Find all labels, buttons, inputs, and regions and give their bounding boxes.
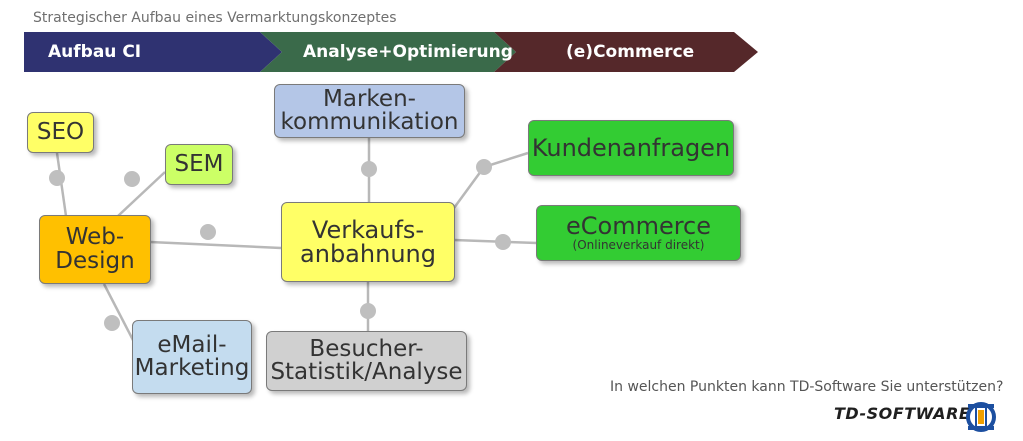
node-sem: SEM xyxy=(165,144,233,185)
connector-dot xyxy=(361,161,377,177)
node-seo: SEO xyxy=(27,112,94,153)
node-besucher-statistik: Besucher- Statistik/Analyse xyxy=(266,331,467,391)
phase-arrows xyxy=(24,32,758,72)
phase-arrow-aufbau-ci xyxy=(24,32,282,72)
connector-dot xyxy=(476,159,492,175)
node-ecommerce-label: eCommerce xyxy=(565,212,712,241)
node-ecommerce-sub: (Onlineverkauf direkt) xyxy=(572,237,705,252)
phase-label-analyse: Analyse+Optimierung xyxy=(303,42,513,62)
logo-text: TD-SOFTWARE xyxy=(834,404,971,423)
node-web-design-line1: Web- xyxy=(65,224,125,251)
node-markenkommunikation: Marken- kommunikation xyxy=(274,84,465,138)
connector-dot xyxy=(104,315,120,331)
node-seo-label: SEO xyxy=(36,118,85,145)
node-web-design: Web- Design xyxy=(39,215,151,284)
node-email-marketing: eMail- Marketing xyxy=(132,320,252,394)
connector-dot xyxy=(495,234,511,250)
node-ecommerce: eCommerce (Onlineverkauf direkt) xyxy=(536,205,741,261)
connector-dot xyxy=(49,170,65,186)
node-marken-line1: Marken- xyxy=(323,85,416,112)
node-web-design-line2: Design xyxy=(55,247,135,274)
connector-dot xyxy=(124,171,140,187)
node-besucher-line2: Statistik/Analyse xyxy=(270,359,463,385)
connector-dot xyxy=(360,303,376,319)
connector-dot xyxy=(200,224,216,240)
phase-arrow-analyse xyxy=(260,32,516,72)
phase-label-aufbau-ci: Aufbau CI xyxy=(48,42,142,62)
diagram-title: Strategischer Aufbau eines Vermarktungsk… xyxy=(33,10,397,26)
node-kundenanfragen: Kundenanfragen xyxy=(528,120,734,176)
node-besucher-line1: Besucher- xyxy=(309,335,424,362)
phase-label-ecommerce: (e)Commerce xyxy=(566,42,695,62)
connector-sem-webdesign xyxy=(117,171,166,217)
connector-verkauf-kunden xyxy=(452,151,529,209)
node-sem-label: SEM xyxy=(174,150,224,177)
node-verkauf-line1: Verkaufs- xyxy=(311,215,425,244)
node-verkaufsanbahnung: Verkaufs- anbahnung xyxy=(281,202,455,282)
phase-arrow-ecommerce xyxy=(494,32,758,72)
connector-webdesign-verkauf xyxy=(149,240,282,250)
logo-mark-icon xyxy=(966,402,996,432)
node-kunden-label: Kundenanfragen xyxy=(531,133,731,162)
question-text: In welchen Punkten kann TD-Software Sie … xyxy=(610,379,1004,395)
node-marken-line2: kommunikation xyxy=(280,109,459,135)
node-email-line2: Marketing xyxy=(134,355,250,381)
node-email-line1: eMail- xyxy=(157,331,227,358)
node-verkauf-line2: anbahnung xyxy=(300,240,436,268)
connector-webdesign-email xyxy=(102,283,136,343)
